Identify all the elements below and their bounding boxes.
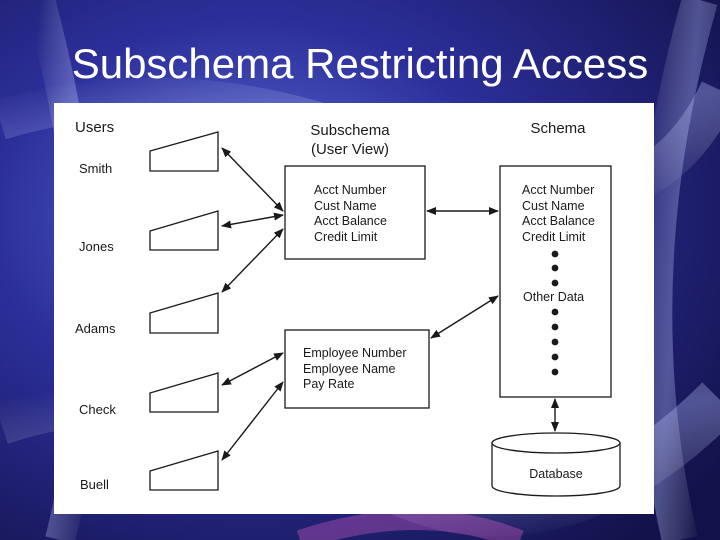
terminal-icon <box>149 131 219 172</box>
subschema-box-accounts <box>284 165 426 260</box>
user-label-adams: Adams <box>75 321 116 336</box>
subschema-box-employees <box>284 329 430 409</box>
slide-title: Subschema Restricting Access <box>71 40 649 87</box>
schema-field: Acct Number <box>522 183 595 197</box>
user-label-buell: Buell <box>80 477 109 492</box>
subschema-field: Cust Name <box>314 198 377 213</box>
schema-ellipsis-dots <box>551 250 559 376</box>
user-label-jones: Jones <box>79 239 114 254</box>
schema-field: Credit Limit <box>522 229 586 244</box>
schema-field: Acct Balance <box>522 214 595 228</box>
schema-heading: Schema <box>530 120 586 137</box>
diagram-panel: Users Subschema (User View) Schema Smith… <box>54 103 654 514</box>
subschema-field: Credit Limit <box>314 229 378 244</box>
database-label: Database <box>529 467 583 481</box>
access-arrows <box>221 147 559 461</box>
terminal-icon <box>149 372 219 413</box>
schema-field: Cust Name <box>522 198 585 213</box>
user-label-check: Check <box>79 402 116 417</box>
users-heading: Users <box>75 119 115 136</box>
terminal-icon <box>149 210 219 251</box>
subschema-heading-line-2: (User View) <box>310 141 390 158</box>
database-cylinder <box>491 432 621 497</box>
diagram-graphics <box>149 131 621 497</box>
subschema-heading-line-1: Subschema <box>310 122 390 139</box>
subschema-field: Pay Rate <box>303 377 355 391</box>
user-label-smith: Smith <box>79 161 113 176</box>
terminal-icon <box>149 450 219 491</box>
subschema-field: Acct Number <box>314 183 387 197</box>
subschema-field: Acct Balance <box>314 214 387 228</box>
subschema-field: Employee Number <box>303 346 407 360</box>
subschema-field: Employee Name <box>303 361 396 376</box>
schema-other-data: Other Data <box>523 290 585 304</box>
terminal-icon <box>149 292 219 334</box>
